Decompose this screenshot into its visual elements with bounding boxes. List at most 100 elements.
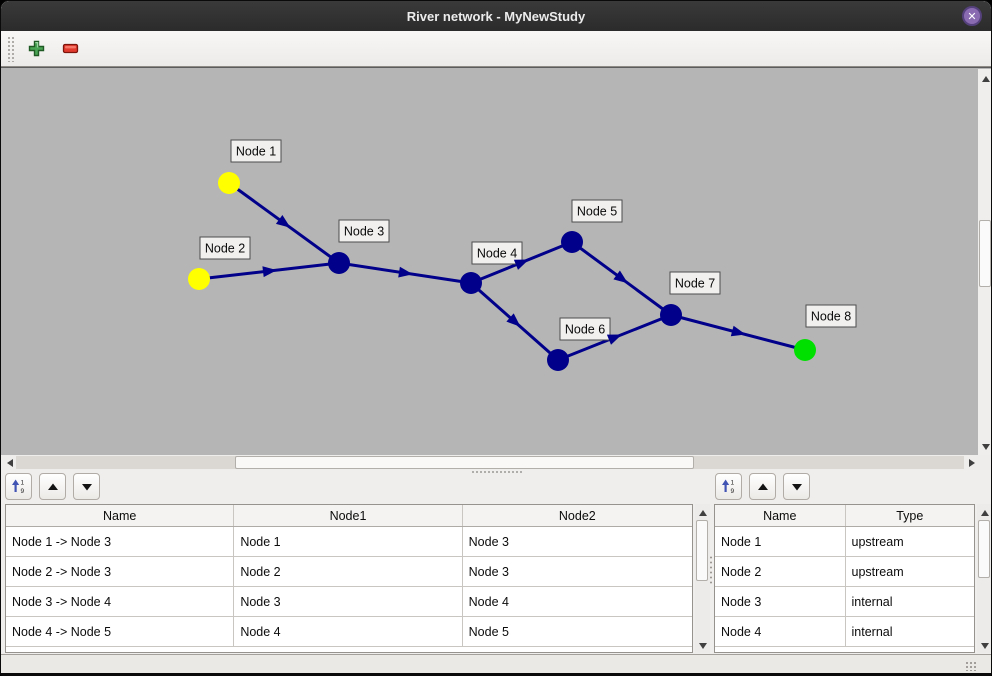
titlebar[interactable]: River network - MyNewStudy ✕ — [1, 1, 991, 31]
table-row[interactable]: Node 1 upstream — [715, 527, 974, 557]
scroll-down-button[interactable] — [695, 638, 710, 653]
node-label[interactable]: Node 2 — [199, 236, 251, 260]
table-cell: Node 4 -> Node 5 — [6, 617, 235, 646]
arrow-down-icon — [980, 642, 989, 649]
node-label-text: Node 3 — [344, 225, 384, 239]
table-cell: Node 3 — [468, 564, 509, 579]
arrow-up-icon — [980, 509, 989, 516]
sort-button[interactable]: 1 9 — [5, 473, 32, 500]
node-label[interactable]: Node 1 — [230, 139, 282, 163]
table-cell: Node 1 — [715, 527, 846, 556]
edge-arrow-icon — [613, 270, 628, 284]
table-cell: Node 4 — [234, 617, 463, 646]
add-button[interactable] — [23, 36, 49, 62]
table-cell: Node 2 — [715, 557, 846, 586]
arrow-right-icon — [968, 458, 975, 467]
resize-grip[interactable] — [965, 661, 977, 671]
node-label-text: Node 8 — [811, 310, 851, 324]
toolbar-drag-handle[interactable] — [7, 35, 15, 62]
node-label-box — [805, 304, 857, 328]
scroll-up-button[interactable] — [695, 505, 710, 520]
scroll-down-button[interactable] — [978, 439, 991, 454]
node-label[interactable]: Node 4 — [471, 241, 523, 265]
scrollbar-thumb[interactable] — [979, 220, 991, 287]
scroll-up-button[interactable] — [978, 71, 991, 86]
scrollbar-thumb[interactable] — [978, 520, 990, 578]
scroll-down-button[interactable] — [977, 638, 991, 653]
scroll-right-button[interactable] — [964, 455, 979, 470]
table-cell: Node 5 — [468, 624, 509, 639]
close-icon: ✕ — [967, 10, 977, 23]
edge-arrow-icon — [506, 313, 521, 327]
plus-icon — [28, 40, 44, 57]
column-header[interactable]: Node2 — [558, 508, 596, 523]
table-cell: Node 1 -> Node 3 — [6, 527, 235, 556]
node-label[interactable]: Node 6 — [559, 317, 611, 341]
window-title: River network - MyNewStudy — [406, 8, 586, 24]
status-bar — [1, 654, 991, 673]
node-label-box — [471, 241, 523, 265]
move-down-button[interactable] — [73, 473, 100, 500]
arrow-down-icon — [698, 642, 707, 649]
move-up-button[interactable] — [39, 473, 66, 500]
node-label[interactable]: Node 5 — [571, 199, 623, 223]
network-node[interactable] — [794, 339, 816, 361]
table-cell: Node 1 — [234, 527, 463, 556]
column-header[interactable]: Name — [6, 505, 235, 526]
node-label[interactable]: Node 7 — [669, 271, 721, 295]
network-node[interactable] — [460, 272, 482, 294]
network-view[interactable]: Node 1 Node 2 Node 3 Node 4 Node 5 Node 6 Node… — [1, 67, 991, 456]
arrow-up-icon — [698, 509, 707, 516]
canvas-horizontal-scrollbar[interactable] — [1, 455, 991, 470]
network-node[interactable] — [218, 172, 240, 194]
branches-table-scrollbar[interactable] — [695, 504, 710, 653]
network-node[interactable] — [547, 349, 569, 371]
svg-text:9: 9 — [21, 488, 25, 495]
table-cell: upstream — [851, 534, 904, 549]
sort-button[interactable]: 1 9 — [715, 473, 742, 500]
node-label-text: Node 4 — [477, 247, 517, 261]
close-button[interactable]: ✕ — [962, 6, 982, 26]
table-splitter-handle[interactable] — [709, 555, 714, 585]
scrollbar-thumb[interactable] — [696, 520, 708, 581]
node-label-text: Node 1 — [236, 145, 276, 159]
table-cell: internal — [851, 624, 893, 639]
table-cell: Node 3 — [468, 534, 509, 549]
network-canvas[interactable]: Node 1 Node 2 Node 3 Node 4 Node 5 Node 6 Node… — [1, 69, 978, 456]
move-up-button[interactable] — [749, 473, 776, 500]
scroll-left-button[interactable] — [2, 455, 17, 470]
network-node[interactable] — [561, 231, 583, 253]
sort-ascending-icon: 1 9 — [722, 479, 735, 495]
column-header[interactable]: Node1 — [234, 505, 463, 526]
node-label[interactable]: Node 8 — [805, 304, 857, 328]
canvas-vertical-scrollbar[interactable] — [978, 69, 991, 456]
node-label-text: Node 6 — [565, 323, 605, 337]
remove-button[interactable] — [57, 36, 83, 62]
network-node[interactable] — [660, 304, 682, 326]
network-node[interactable] — [328, 252, 350, 274]
table-cell: Node 3 — [234, 587, 463, 616]
nodes-table-scrollbar[interactable] — [977, 504, 991, 653]
nodes-toolbar: 1 9 — [715, 473, 810, 500]
column-header[interactable]: Name — [715, 505, 846, 526]
network-node[interactable] — [188, 268, 210, 290]
arrow-down-icon — [791, 483, 802, 490]
node-label[interactable]: Node 3 — [338, 219, 390, 243]
branches-toolbar: 1 9 — [5, 473, 100, 500]
move-down-button[interactable] — [783, 473, 810, 500]
scrollbar-thumb[interactable] — [235, 456, 694, 469]
node-label-text: Node 7 — [675, 277, 715, 291]
scroll-up-button[interactable] — [977, 505, 991, 520]
edge-arrow-icon — [730, 325, 746, 337]
column-header[interactable]: Type — [896, 508, 924, 523]
pane-splitter-handle[interactable] — [471, 470, 523, 474]
table-cell: Node 2 — [234, 557, 463, 586]
